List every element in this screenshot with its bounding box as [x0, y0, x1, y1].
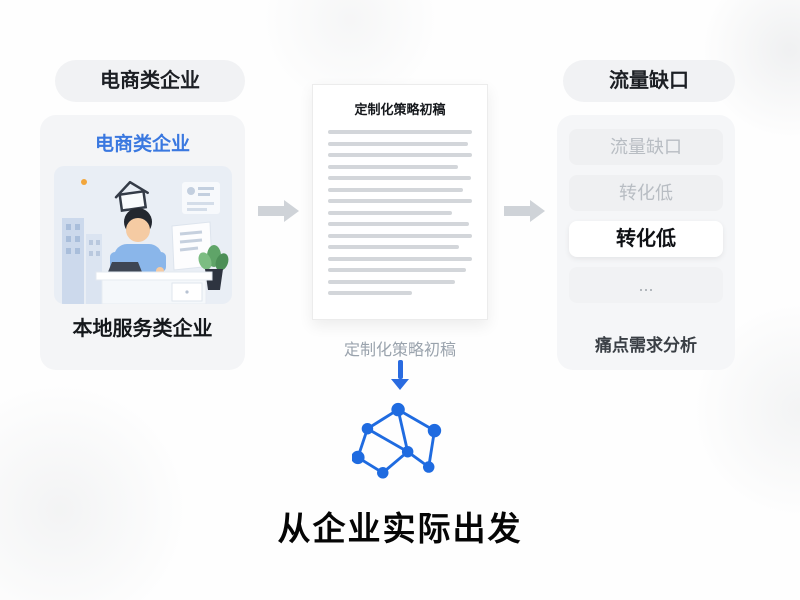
doc-text-line [328, 291, 412, 295]
doc-text-line [328, 268, 467, 272]
enterprise-card-title: 电商类企业 [94, 134, 190, 155]
office-worker-illustration [53, 166, 232, 304]
doc-text-line [328, 222, 470, 226]
arrow-right-icon [258, 200, 299, 222]
pain-point-list: 流量缺口 转化低 转化低 ... 痛点需求分析 [557, 115, 735, 370]
laptop-icon [107, 262, 142, 272]
doc-text-line [328, 153, 472, 157]
list-item-ellipsis: ... [569, 267, 723, 303]
list-item: 流量缺口 [569, 129, 723, 165]
network-graph-icon [351, 400, 448, 495]
enterprise-card: 电商类企业 [40, 115, 245, 370]
doc-text-line [328, 279, 455, 284]
list-item-highlighted: 转化低 [569, 221, 723, 257]
profile-card-icon [181, 182, 220, 214]
ecommerce-pill: 电商类企业 [55, 60, 245, 102]
arrow-right-icon [504, 200, 545, 222]
doc-text-line [328, 187, 464, 192]
doc-text-line [328, 164, 458, 169]
plant-icon [197, 245, 228, 290]
list-item: 转化低 [569, 175, 723, 211]
local-service-caption: 本地服务类企业 [72, 318, 213, 340]
doc-text-block [328, 130, 472, 295]
headline: 从企业实际出发 [277, 510, 523, 547]
doc-text-line [328, 245, 460, 249]
doc-caption: 定制化策略初稿 [343, 342, 456, 359]
desk [95, 271, 212, 304]
buildings-icon [61, 218, 102, 304]
pain-point-caption: 痛点需求分析 [595, 336, 697, 355]
arrow-down-shaft [397, 360, 403, 379]
doc-text-line [328, 210, 452, 215]
doc-text-line [328, 130, 472, 134]
background-smudge [0, 380, 190, 600]
doc-text-line [328, 233, 472, 238]
strategy-document: 定制化策略初稿 [312, 84, 488, 320]
arrow-down-head [391, 379, 409, 390]
doc-text-line [328, 199, 472, 203]
traffic-gap-pill: 流量缺口 [563, 60, 735, 102]
doc-text-line [328, 141, 468, 146]
doc-text-line [328, 176, 471, 180]
arrow-down-icon [391, 360, 409, 390]
doc-title: 定制化策略初稿 [354, 102, 446, 117]
doc-text-line [328, 256, 472, 261]
